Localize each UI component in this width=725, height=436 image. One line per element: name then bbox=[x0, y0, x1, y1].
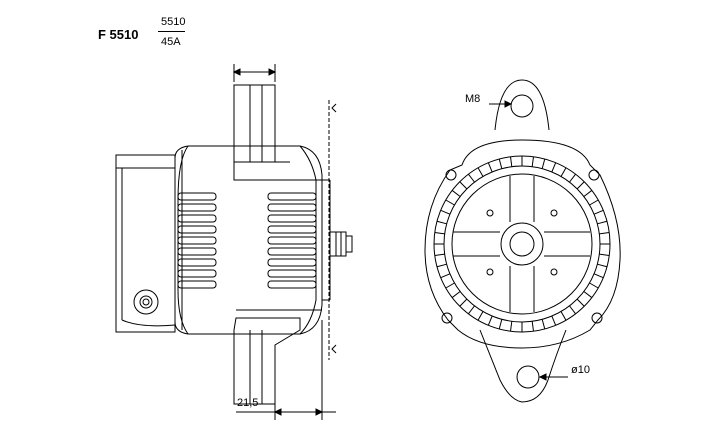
side-fin-left bbox=[177, 203, 217, 212]
front-tooth bbox=[498, 319, 503, 330]
front-tooth bbox=[477, 311, 484, 321]
side-fin-right bbox=[267, 203, 317, 212]
front-outer-body bbox=[424, 139, 621, 349]
side-fin-right bbox=[267, 280, 317, 289]
front-tooth bbox=[487, 315, 493, 326]
screw-1 bbox=[486, 209, 494, 217]
hole-label: ø10 bbox=[571, 364, 590, 376]
side-fin-right bbox=[267, 236, 317, 245]
front-tooth bbox=[589, 199, 599, 206]
front-tooth bbox=[541, 158, 546, 169]
front-tooth bbox=[434, 253, 445, 256]
front-tooth bbox=[468, 173, 475, 183]
bolt-tl bbox=[445, 169, 457, 181]
front-tooth bbox=[436, 263, 447, 268]
front-tooth bbox=[583, 291, 593, 298]
screw-2 bbox=[550, 209, 558, 217]
front-tooth bbox=[440, 273, 451, 279]
front-tooth bbox=[597, 220, 608, 225]
front-tooth bbox=[541, 319, 546, 330]
front-tooth bbox=[434, 232, 445, 235]
bolt-tr bbox=[588, 169, 600, 181]
front-tooth bbox=[445, 282, 455, 289]
front-tooth bbox=[459, 298, 468, 307]
front-tooth bbox=[510, 321, 513, 332]
side-fin-right bbox=[267, 192, 317, 201]
front-inner-ring bbox=[451, 173, 593, 315]
front-tooth bbox=[576, 298, 585, 307]
side-regulator-box bbox=[115, 154, 176, 333]
front-tooth bbox=[531, 156, 534, 167]
front-tooth bbox=[445, 199, 455, 206]
front-tooth bbox=[593, 273, 604, 279]
front-top-ear bbox=[494, 79, 550, 131]
side-fin-right bbox=[267, 214, 317, 223]
offset-label: 21,5 bbox=[237, 397, 259, 409]
front-tooth bbox=[569, 173, 576, 183]
bolt-bl bbox=[441, 312, 453, 324]
ratio-bottom: 45A bbox=[161, 36, 181, 48]
front-tooth bbox=[560, 167, 567, 177]
hub-outer bbox=[500, 222, 544, 266]
front-tooth bbox=[576, 181, 585, 190]
front-tooth bbox=[468, 305, 475, 315]
front-tooth bbox=[593, 209, 604, 215]
side-fin-left bbox=[177, 258, 217, 267]
side-fin-right bbox=[267, 269, 317, 278]
side-fin-left bbox=[177, 280, 217, 289]
top-mount-hole bbox=[510, 94, 534, 118]
screw-3 bbox=[486, 268, 494, 276]
front-tooth bbox=[551, 315, 557, 326]
front-tooth bbox=[589, 282, 599, 289]
front-tooth bbox=[487, 162, 493, 173]
front-bottom-ear bbox=[479, 329, 567, 403]
side-fin-right bbox=[267, 225, 317, 234]
front-tooth bbox=[477, 167, 484, 177]
side-fin-left bbox=[177, 247, 217, 256]
front-tooth bbox=[451, 291, 461, 298]
side-bolt-circle bbox=[133, 289, 159, 315]
front-tooth bbox=[599, 232, 610, 235]
front-tooth bbox=[436, 220, 447, 225]
side-housing bbox=[174, 145, 323, 335]
screw-4 bbox=[550, 268, 558, 276]
front-tooth bbox=[560, 311, 567, 321]
ratio-divider bbox=[158, 31, 185, 32]
thread-label: M8 bbox=[465, 93, 481, 105]
bottom-dimension bbox=[236, 320, 336, 420]
front-tooth bbox=[459, 181, 468, 190]
front-spokes bbox=[453, 176, 590, 312]
front-tooth bbox=[583, 190, 593, 197]
front-tooth bbox=[531, 321, 534, 332]
side-fin-left bbox=[177, 192, 217, 201]
top-dimension bbox=[232, 64, 277, 82]
side-fin-left bbox=[177, 269, 217, 278]
side-fin-right bbox=[267, 247, 317, 256]
ratio-top: 5510 bbox=[161, 16, 186, 28]
front-tooth bbox=[551, 162, 557, 173]
model-code: F 5510 bbox=[98, 27, 139, 42]
bolt-br bbox=[591, 312, 603, 324]
front-middle-ring bbox=[443, 165, 601, 323]
bottom-mount-hole bbox=[516, 365, 540, 389]
front-tooth bbox=[599, 253, 610, 256]
front-tooth bbox=[440, 209, 451, 215]
side-fin-left bbox=[177, 236, 217, 245]
hub-inner bbox=[509, 231, 535, 257]
side-fin-right bbox=[267, 258, 317, 267]
side-fin-left bbox=[177, 225, 217, 234]
front-tooth bbox=[569, 305, 576, 315]
front-tooth bbox=[597, 263, 608, 268]
side-fin-left bbox=[177, 214, 217, 223]
front-tooth bbox=[510, 156, 513, 167]
front-tooth bbox=[498, 158, 503, 169]
side-bottom-ear bbox=[233, 309, 322, 405]
front-tooth bbox=[451, 190, 461, 197]
